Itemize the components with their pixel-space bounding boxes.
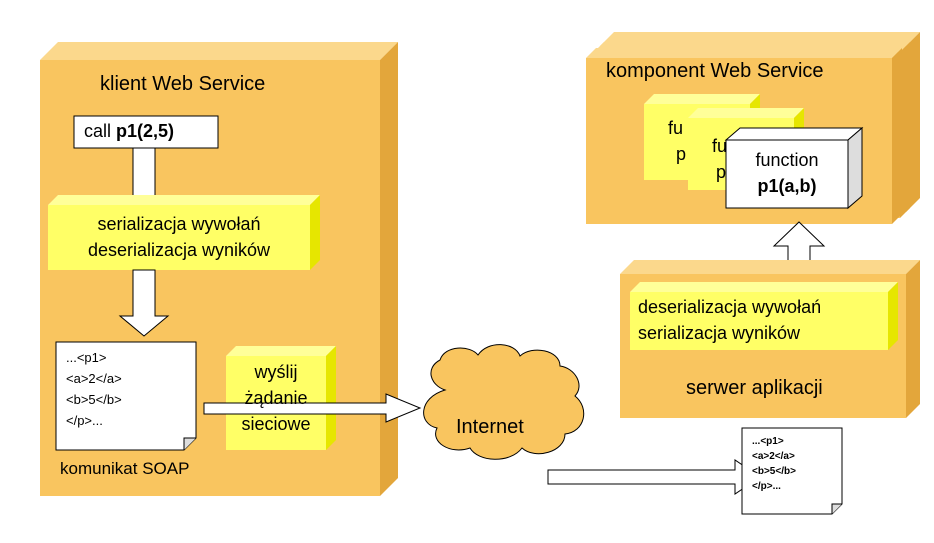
deserialize-line-2: serializacja wyników [638, 323, 801, 343]
call-prefix: call [84, 121, 117, 141]
server-label: serwer aplikacji [686, 377, 823, 399]
back-card-2-line-1: fu [712, 136, 728, 156]
server-soap-line: <b>5</b> [752, 466, 796, 477]
back-card-1-line-2: p [676, 144, 687, 164]
call-label: call p1(2,5) [84, 121, 174, 142]
arrow-up-icon [772, 221, 826, 263]
serialize-box [48, 195, 320, 270]
serialize-line-2: deserializacja wyników [87, 240, 271, 260]
serialize-line-1: serializacja wywołań [97, 214, 261, 234]
server-soap-line: <a>2</a> [752, 451, 795, 462]
function-card [724, 126, 864, 210]
component-title: komponent Web Service [606, 60, 824, 82]
soap-caption: komunikat SOAP [60, 459, 190, 478]
soap-line: <b>5</b> [66, 392, 122, 407]
call-box [73, 115, 219, 149]
soap-line: ...<p1> [66, 350, 107, 365]
call-function: p1(2,5) [116, 121, 175, 141]
server-soap-lines: ...<p1> <a>2</a> <b>5</b> </p>... [752, 434, 796, 494]
arrow-right-icon [203, 393, 422, 423]
internet-cloud [423, 344, 585, 460]
server-soap-line: ...<p1> [752, 436, 784, 447]
back-card-2-line-2: p [716, 162, 727, 182]
arrow-down-icon [118, 269, 170, 337]
arrow-down-icon [132, 147, 156, 197]
send-line-2: żądanie [244, 388, 308, 408]
soap-line: <a>2</a> [66, 371, 122, 386]
client-title: klient Web Service [100, 73, 266, 95]
function-line-2: p1(a,b) [757, 176, 817, 196]
send-line-1: wyślij [254, 362, 298, 382]
function-line-1: function [755, 150, 819, 170]
internet-label: Internet [456, 416, 524, 438]
server-soap-line: </p>... [752, 481, 781, 492]
soap-line: </p>... [66, 413, 103, 428]
send-line-3: sieciowe [241, 414, 311, 434]
soap-lines: ...<p1> <a>2</a> <b>5</b> </p>... [66, 347, 122, 431]
deserialize-line-1: deserializacja wywołań [638, 297, 822, 317]
arrow-right-icon [547, 459, 761, 495]
deserialize-box [630, 282, 898, 350]
back-card-1-line-1: fu [668, 118, 684, 138]
